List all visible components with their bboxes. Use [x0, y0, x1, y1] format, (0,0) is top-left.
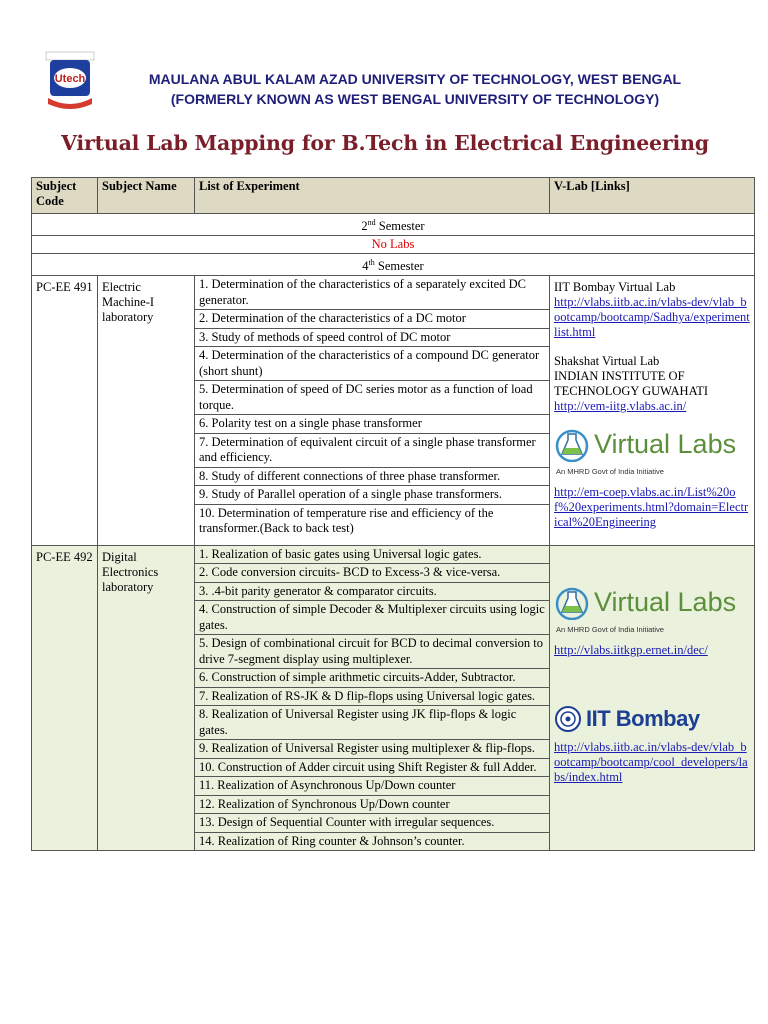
column-header: V-Lab [Links] — [549, 177, 755, 214]
mapping-table: Subject Code Subject Name List of Experi… — [31, 177, 755, 852]
vlab-links: Virtual Labs An MHRD Govt of India Initi… — [549, 544, 755, 852]
subject-code: PC-EE 491 — [31, 275, 98, 546]
flask-icon — [555, 587, 589, 620]
iit-bombay-logo: IIT Bombay — [554, 704, 750, 734]
subject-code: PC-EE 492 — [31, 544, 98, 852]
experiment-item: 1. Determination of the characteristics … — [195, 276, 549, 311]
iit-bombay-word: IIT Bombay — [586, 706, 700, 732]
experiment-item: 10. Determination of temperature rise an… — [199, 505, 494, 536]
no-labs-label: No Labs — [31, 235, 755, 255]
experiment-item: 12. Realization of Synchronous Up/Down c… — [195, 795, 549, 815]
semester-2-label: 2nd Semester — [31, 212, 755, 237]
experiment-item: 4. Construction of simple Decoder & Mult… — [195, 600, 549, 636]
experiment-item: 14. Realization of Ring counter & Johnso… — [199, 833, 465, 848]
iit-bombay-emblem-icon — [555, 705, 581, 732]
experiment-list: 1. Determination of the characteristics … — [194, 275, 550, 546]
semester-4-label: 4th Semester — [31, 253, 755, 277]
experiment-item: 9. Study of Parallel operation of a sing… — [195, 485, 549, 505]
semester-row: 2nd Semester — [31, 212, 755, 237]
virtual-labs-logo: Virtual Labs — [554, 426, 750, 463]
experiment-item: 6. Polarity test on a single phase trans… — [195, 414, 549, 434]
vlab-link[interactable]: http://vem-iitg.vlabs.ac.in/ — [554, 399, 687, 414]
experiment-item: 11. Realization of Asynchronous Up/Down … — [195, 776, 549, 796]
logo-text: Utech — [55, 73, 86, 85]
semester-row: 4th Semester — [31, 253, 755, 277]
column-header: Subject Name — [97, 177, 195, 214]
vlab-link[interactable]: http://vlabs.iitb.ac.in/vlabs-dev/vlab_b… — [554, 739, 748, 784]
experiment-list: 1. Realization of basic gates using Univ… — [194, 544, 550, 852]
experiment-item: 6. Construction of simple arithmetic cir… — [195, 668, 549, 688]
university-line-2: (FORMERLY KNOWN AS WEST BENGAL UNIVERSIT… — [170, 91, 660, 107]
experiment-item: 4. Determination of the characteristics … — [195, 346, 549, 382]
virtual-labs-word: Virtual Labs — [594, 586, 737, 617]
column-header: List of Experiment — [194, 177, 550, 214]
vlab-link[interactable]: http://vlabs.iitb.ac.in/vlabs-dev/vlab_b… — [554, 295, 750, 340]
experiment-item: 7. Realization of RS-JK & D flip-flops u… — [195, 687, 549, 707]
experiment-item: 3. Study of methods of speed control of … — [195, 328, 549, 348]
university-logo: Utech — [45, 51, 95, 109]
experiment-item: 13. Design of Sequential Counter with ir… — [195, 813, 549, 833]
university-name: MAULANA ABUL KALAM AZAD UNIVERSITY OF TE… — [120, 69, 710, 109]
vlab-name: IIT Bombay Virtual Lab — [554, 280, 676, 295]
experiment-item: 7. Determination of equivalent circuit o… — [195, 433, 549, 468]
vlab-name: Shakshat Virtual Lab — [554, 354, 660, 369]
experiment-item: 9. Realization of Universal Register usi… — [195, 739, 549, 759]
no-labs-row: No Labs — [31, 235, 755, 255]
vlab-links: IIT Bombay Virtual Lab http://vlabs.iitb… — [549, 275, 755, 546]
table-header-row: Subject Code Subject Name List of Experi… — [31, 177, 755, 214]
column-header: Subject Code — [31, 177, 98, 214]
experiment-item: 1. Realization of basic gates using Univ… — [195, 545, 549, 565]
page-title: Virtual Lab Mapping for B.Tech in Electr… — [61, 131, 709, 155]
virtual-labs-tagline: An MHRD Govt of India Initiative — [556, 624, 664, 634]
vlab-link[interactable]: http://em-coep.vlabs.ac.in/List%20of%20e… — [554, 485, 749, 530]
virtual-labs-word: Virtual Labs — [594, 429, 737, 460]
subject-name: Digital Electronics laboratory — [97, 544, 195, 852]
experiment-item: 10. Construction of Adder circuit using … — [195, 758, 549, 778]
virtual-labs-tagline: An MHRD Govt of India Initiative — [556, 467, 664, 477]
vlab-link[interactable]: http://vlabs.iitkgp.ernet.in/dec/ — [554, 642, 708, 657]
experiment-item: 5. Determination of speed of DC series m… — [195, 380, 549, 416]
flask-icon — [555, 430, 589, 463]
experiment-item: 2. Determination of the characteristics … — [195, 309, 549, 329]
vlab-institute: INDIAN INSTITUTE OF TECHNOLOGY GUWAHATI — [554, 369, 709, 399]
experiment-item: 2. Code conversion circuits- BCD to Exce… — [195, 563, 549, 583]
experiment-item: 8. Study of different connections of thr… — [195, 467, 549, 487]
experiment-item: 3. .4-bit parity generator & comparator … — [195, 582, 549, 602]
subject-name: Electric Machine-I laboratory — [97, 275, 195, 546]
table-row: PC-EE 491 Electric Machine-I laboratory … — [31, 275, 755, 546]
experiment-item: 8. Realization of Universal Register usi… — [195, 705, 549, 741]
experiment-item: 5. Design of combinational circuit for B… — [195, 634, 549, 670]
table-row: PC-EE 492 Digital Electronics laboratory… — [31, 544, 755, 852]
university-line-1: MAULANA ABUL KALAM AZAD UNIVERSITY OF TE… — [148, 71, 682, 87]
virtual-labs-logo: Virtual Labs — [554, 584, 750, 620]
